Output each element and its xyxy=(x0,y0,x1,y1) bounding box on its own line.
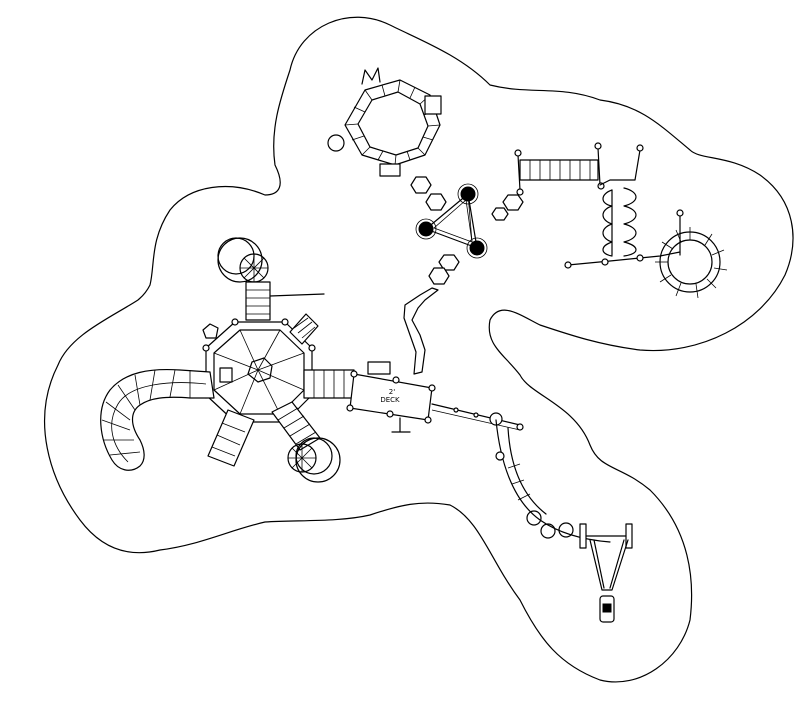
chain-bridge xyxy=(431,403,524,431)
stepping-pod xyxy=(491,207,509,221)
spinner-spokes xyxy=(655,227,728,299)
spiral-slide-top xyxy=(217,237,269,283)
connecting-bridge xyxy=(303,369,355,399)
swing-seat-detail xyxy=(602,603,612,613)
deck-roof-panel xyxy=(367,361,391,375)
net-anchor-ring xyxy=(466,237,488,259)
tube-slide xyxy=(100,368,215,471)
tower-side-climber xyxy=(289,313,319,345)
tower-ladder-bottom xyxy=(271,401,321,451)
deck-step xyxy=(391,417,411,433)
stepping-pod xyxy=(428,267,450,285)
rope-net-inner xyxy=(433,199,473,243)
net-anchor-ring xyxy=(457,183,479,205)
octagon-side-panel-right xyxy=(424,95,442,115)
climbing-bar-rail xyxy=(564,209,684,269)
octagon-side-post xyxy=(327,134,345,152)
rope-net-triangle xyxy=(415,183,488,259)
wavy-climber xyxy=(599,144,644,257)
octagon-side-panel-bottom xyxy=(379,163,401,177)
spiral-slide-bottom xyxy=(287,437,341,483)
stepping-pod xyxy=(438,254,460,271)
stepping-pods xyxy=(410,176,524,285)
curved-rail xyxy=(495,419,611,543)
tower-center-post xyxy=(247,357,273,383)
net-anchor xyxy=(469,240,485,256)
octagon-rungs xyxy=(344,79,441,166)
deck-platform: 2' DECK xyxy=(346,361,436,433)
net-anchor-ring xyxy=(415,218,437,240)
tower-side-cap xyxy=(202,323,219,339)
rope-net-frame xyxy=(425,193,478,249)
tower-slide-bottom-left xyxy=(207,409,255,467)
octagon-top-handle xyxy=(361,67,381,85)
stepping-pod xyxy=(410,176,432,194)
rail-ring xyxy=(558,522,574,538)
deck-name-label: DECK xyxy=(380,396,400,404)
stepping-pod xyxy=(425,193,447,211)
rail-ring xyxy=(526,510,542,526)
net-anchor xyxy=(460,186,476,202)
tower-ladder-top xyxy=(245,281,271,321)
balance-path xyxy=(403,287,439,375)
octagon-climber xyxy=(327,67,442,177)
tower-beam xyxy=(269,293,325,297)
rail-ring xyxy=(540,523,556,539)
deck-height-label: 2' xyxy=(389,388,395,396)
net-anchor xyxy=(418,221,434,237)
rope-net-strand xyxy=(467,193,473,243)
spinner-wheel xyxy=(655,227,728,299)
tower-radial-beams xyxy=(213,329,305,415)
swing-set xyxy=(579,523,633,623)
tower-panel xyxy=(219,367,233,383)
stepping-pod xyxy=(502,194,524,211)
safety-zone-boundary xyxy=(44,16,794,683)
overhead-ladder xyxy=(514,142,605,196)
